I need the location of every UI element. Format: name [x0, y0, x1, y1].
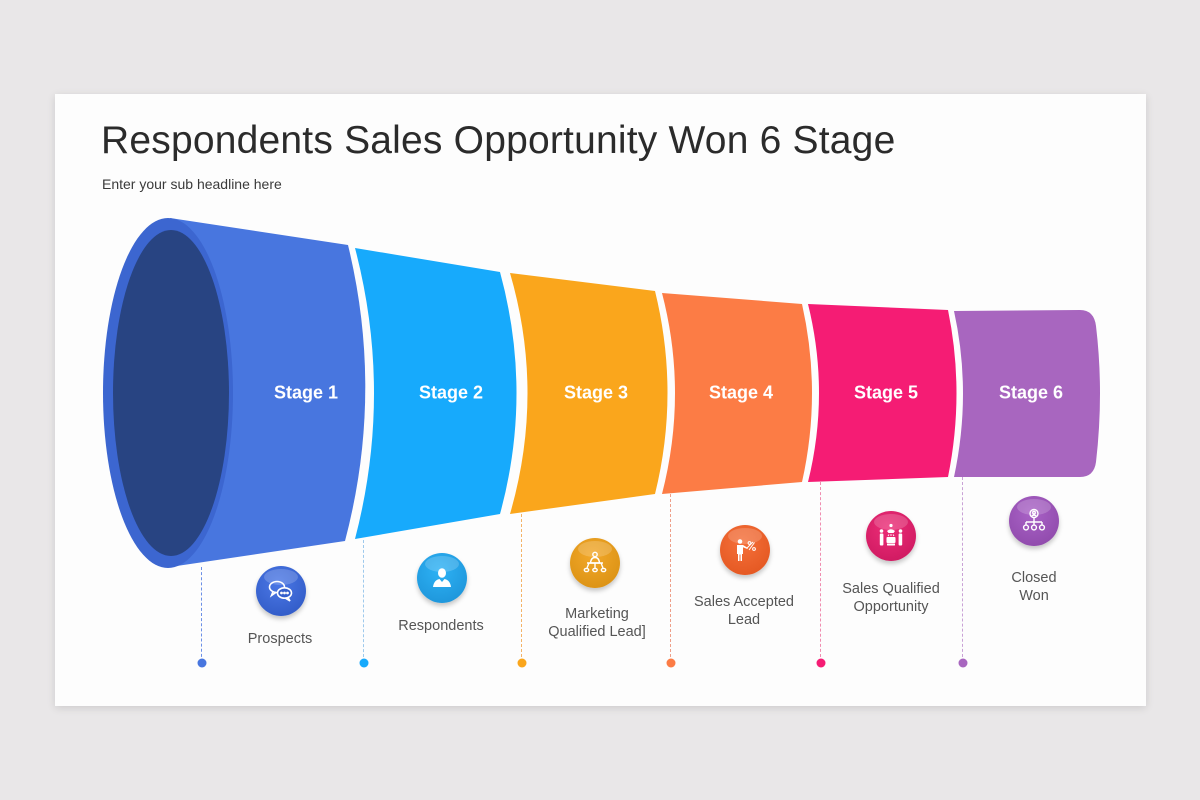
org-chart-icon	[1022, 508, 1046, 531]
stage-5-dot	[816, 658, 826, 668]
stage-1-caption: Prospects	[248, 630, 312, 648]
network-hierarchy-icon	[583, 551, 607, 573]
meeting-people-icon	[879, 523, 903, 546]
stage-3-caption-line1: Marketing	[565, 606, 629, 622]
stage-2-connector	[363, 540, 364, 662]
stage-3-connector	[521, 514, 522, 662]
stage-5-connector	[820, 482, 821, 662]
stage-5-caption: Sales Qualified Opportunity	[842, 580, 940, 616]
stage-6-connector	[962, 477, 963, 662]
stage-6-caption-line1: Closed	[1011, 570, 1057, 586]
stage-3-dot	[517, 658, 527, 668]
stage-6-dot	[958, 658, 968, 668]
stage-4-connector	[670, 494, 671, 662]
user-icon	[433, 568, 451, 587]
stage-4-label: Stage 4	[708, 382, 774, 403]
presenter-percent-icon	[737, 539, 756, 561]
stage-3-caption-line2: Qualified Lead]	[548, 624, 646, 640]
stage-3-label: Stage 3	[563, 382, 629, 403]
stage-6-caption: Closed Won	[1011, 569, 1056, 605]
stage-3-caption: Marketing Qualified Lead]	[548, 605, 646, 641]
stage-6-icon	[1009, 496, 1059, 546]
page-subtitle: Enter your sub headline here	[102, 176, 282, 192]
chat-bubbles-icon	[268, 580, 293, 602]
funnel-segment-3	[510, 273, 668, 514]
stage-3-icon	[570, 538, 620, 588]
stage-4-caption-line1: Sales Accepted	[694, 594, 794, 610]
stage-5-icon	[866, 511, 916, 561]
stage-2-caption: Respondents	[398, 617, 483, 635]
stage-1-connector	[201, 567, 202, 662]
stage-4-dot	[666, 658, 676, 668]
funnel-segment-6	[954, 310, 1100, 477]
stage-1-caption-line1: Prospects	[247, 631, 313, 647]
funnel-mouth-inner	[113, 230, 229, 556]
stage-5-caption-line2: Opportunity	[853, 599, 929, 615]
stage-6-label: Stage 6	[998, 382, 1064, 403]
stage-1-dot	[197, 658, 207, 668]
stage-4-caption-line2: Lead	[727, 612, 761, 628]
funnel-segment-5	[808, 304, 957, 482]
stage-4-caption: Sales Accepted Lead	[694, 593, 794, 629]
funnel-segment-2	[355, 248, 517, 539]
funnel-segment-4	[662, 293, 812, 494]
stage-5-caption-line1: Sales Qualified	[842, 581, 940, 597]
stage-2-caption-line1: Respondents	[398, 618, 484, 634]
stage-2-icon	[417, 553, 467, 603]
stage-6-caption-line2: Won	[1019, 588, 1049, 604]
stage-1-icon	[256, 566, 306, 616]
stage-4-icon	[720, 525, 770, 575]
stage-5-label: Stage 5	[853, 382, 919, 403]
stage-2-label: Stage 2	[418, 382, 484, 403]
page-title: Respondents Sales Opportunity Won 6 Stag…	[101, 119, 896, 162]
stage-1-label: Stage 1	[273, 382, 339, 403]
stage-2-dot	[359, 658, 369, 668]
